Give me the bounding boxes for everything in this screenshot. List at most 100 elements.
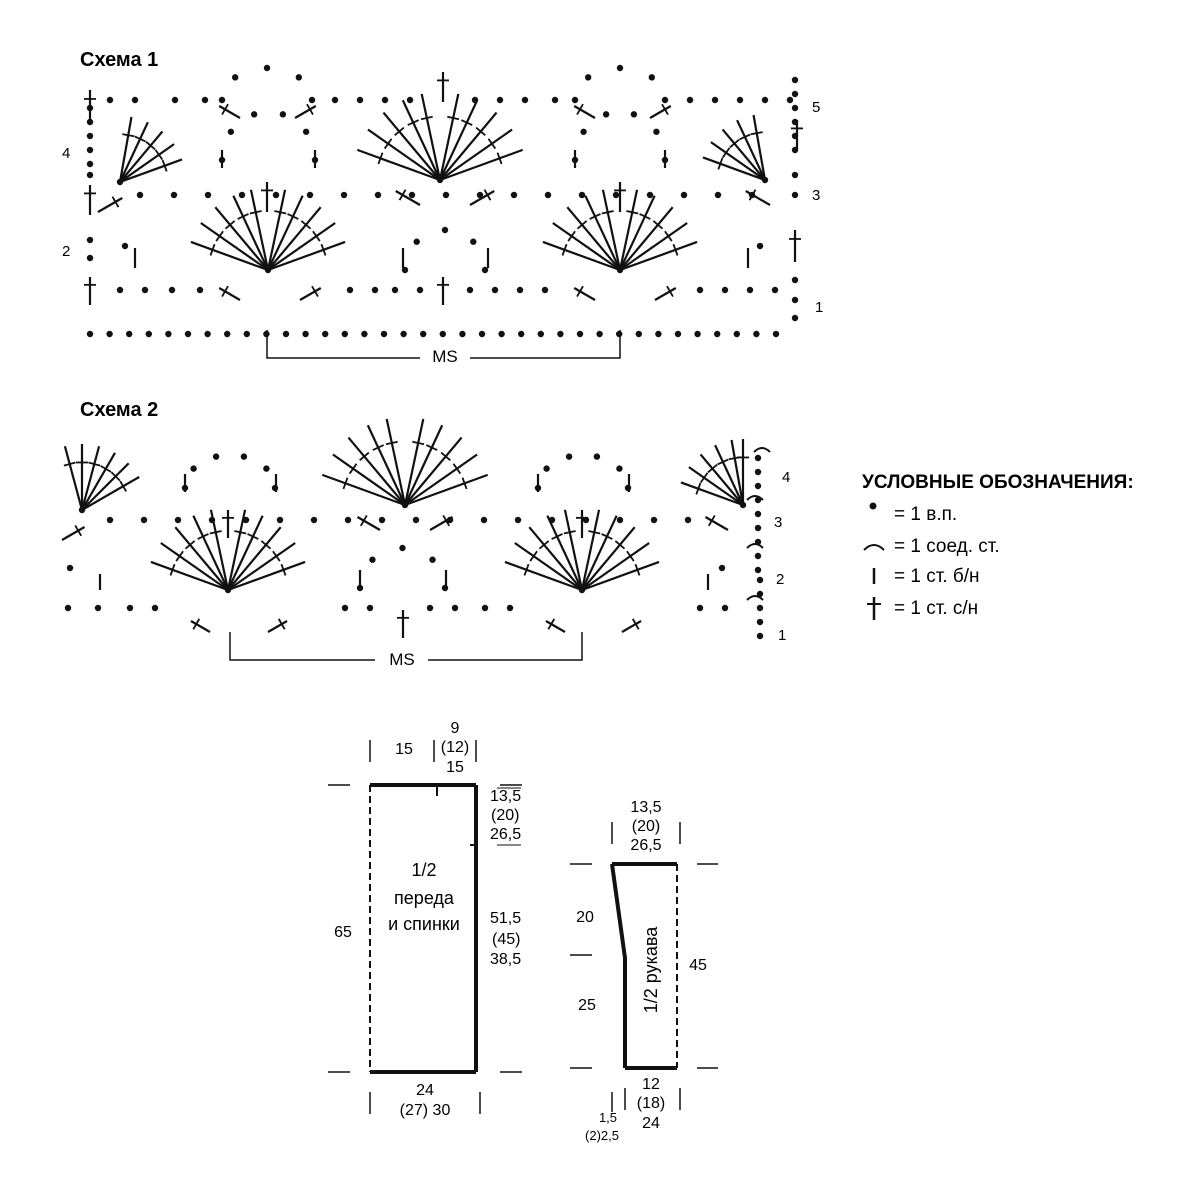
- chain-dot-icon: [408, 191, 416, 199]
- chain-dot-icon: [521, 96, 529, 104]
- chain-dot-icon: [212, 453, 220, 460]
- double-crochet-cross-icon: [227, 515, 264, 591]
- double-crochet-cross-icon: [789, 230, 801, 262]
- double-crochet-cross-icon: [721, 128, 766, 181]
- body-side-dim-2: (45): [492, 931, 520, 948]
- double-crochet-cross-icon: [84, 185, 96, 215]
- chain-dot-icon: [544, 191, 552, 199]
- chain-dot-icon: [168, 286, 176, 294]
- body-label-line-3: и спинки: [388, 914, 460, 934]
- double-crochet-cross-icon: [332, 453, 406, 506]
- slip-stitch-arc-icon: [746, 595, 764, 601]
- chain-dot-icon: [399, 544, 406, 552]
- double-crochet-cross-icon: [867, 597, 881, 620]
- chain-dot-icon: [190, 465, 197, 472]
- double-crochet-cross-icon: [584, 195, 621, 271]
- chain-dot-icon: [753, 330, 760, 338]
- chain-dot-icon: [151, 604, 159, 612]
- chain-dot-icon: [184, 330, 192, 338]
- chain-dot-icon: [106, 330, 113, 338]
- chain-dot-icon: [243, 330, 250, 338]
- sleeve-top-dim-3: 26,5: [630, 837, 661, 854]
- double-crochet-cross-icon: [438, 93, 460, 181]
- double-crochet-cross-icon: [437, 72, 449, 102]
- chain-dot-icon: [406, 96, 414, 104]
- chain-dot-icon: [416, 286, 424, 294]
- double-crochet-cross-icon: [267, 222, 336, 271]
- body-shoulder-dim-3: 26,5: [490, 826, 521, 843]
- chain-dot-icon: [791, 276, 799, 284]
- chain-dot-icon: [754, 510, 762, 518]
- double-crochet-cross-icon: [218, 103, 241, 119]
- double-crochet-cross-icon: [267, 206, 322, 271]
- double-crochet-cross-icon: [76, 444, 88, 510]
- scheme-1: Схема 1 1 2 3 4 5 MS: [62, 49, 823, 366]
- chain-dot-icon: [739, 501, 747, 509]
- double-crochet-cross-icon: [266, 189, 287, 271]
- body-shoulder-dim-2: (20): [491, 807, 519, 824]
- double-crochet-cross-icon: [439, 99, 479, 181]
- chain-dot-icon: [391, 286, 399, 294]
- chain-dot-icon: [356, 96, 364, 104]
- chain-dot-icon: [686, 96, 694, 104]
- chain-dot-icon: [78, 506, 86, 514]
- chain-dot-icon: [94, 604, 102, 612]
- double-crochet-cross-icon: [321, 473, 406, 507]
- double-crochet-cross-icon: [688, 466, 744, 506]
- double-crochet-cross-icon: [61, 524, 86, 541]
- chain-dot-icon: [646, 191, 654, 199]
- double-crochet-cross-icon: [563, 509, 584, 591]
- chain-dot-icon: [791, 314, 799, 322]
- chain-dot-icon: [661, 96, 669, 104]
- double-crochet-cross-icon: [200, 222, 269, 271]
- double-crochet-cross-icon: [404, 473, 489, 507]
- chain-dot-icon: [653, 128, 660, 135]
- scheme-1-row-2: 2: [62, 243, 70, 260]
- double-crochet-cross-icon: [267, 240, 346, 272]
- double-crochet-cross-icon: [791, 120, 803, 150]
- double-crochet-cross-icon: [621, 618, 642, 633]
- chain-dot-icon: [580, 128, 587, 135]
- double-crochet-cross-icon: [227, 526, 282, 591]
- chain-dot-icon: [714, 330, 721, 338]
- sleeve-cuff-dim-2: (2)2,5: [585, 1128, 619, 1143]
- chain-dot-icon: [680, 191, 688, 199]
- scheme-2-row-2: 2: [776, 571, 784, 588]
- double-crochet-cross-icon: [226, 509, 247, 591]
- chain-dot-icon: [86, 171, 94, 179]
- chain-dot-icon: [263, 64, 271, 72]
- chain-dot-icon: [459, 330, 466, 338]
- chain-dot-icon: [86, 132, 94, 140]
- chain-dot-icon: [64, 604, 72, 612]
- double-crochet-cross-icon: [249, 189, 270, 271]
- chain-dot-icon: [514, 516, 522, 524]
- double-crochet-cross-icon: [84, 277, 96, 305]
- chain-dot-icon: [721, 286, 729, 294]
- double-crochet-cross-icon: [192, 515, 229, 591]
- double-crochet-cross-icon: [119, 158, 183, 184]
- chain-dot-icon: [242, 516, 250, 524]
- chain-dot-icon: [548, 516, 556, 524]
- double-crochet-cross-icon: [614, 182, 626, 212]
- scheme-2-row-1: 1: [778, 627, 786, 644]
- chain-dot-icon: [648, 74, 656, 81]
- body-side-dim-1: 51,5: [490, 910, 521, 927]
- chain-dot-icon: [413, 238, 420, 245]
- chain-dot-icon: [400, 330, 407, 338]
- chain-dot-icon: [272, 191, 280, 199]
- chain-dot-icon: [571, 96, 579, 104]
- double-crochet-cross-icon: [619, 222, 688, 271]
- double-crochet-cross-icon: [581, 542, 650, 591]
- chain-dot-icon: [576, 330, 584, 338]
- chain-dot-icon: [518, 330, 525, 338]
- chain-dot-icon: [771, 286, 779, 294]
- chain-dot-icon: [471, 96, 479, 104]
- chain-dot-icon: [442, 191, 450, 199]
- chain-dot-icon: [331, 96, 339, 104]
- chain-dot-icon: [791, 171, 799, 179]
- chain-dot-icon: [756, 618, 764, 626]
- chain-dot-icon: [593, 453, 601, 460]
- chain-dot-icon: [541, 286, 549, 294]
- double-crochet-cross-icon: [439, 148, 524, 182]
- double-crochet-cross-icon: [347, 436, 406, 506]
